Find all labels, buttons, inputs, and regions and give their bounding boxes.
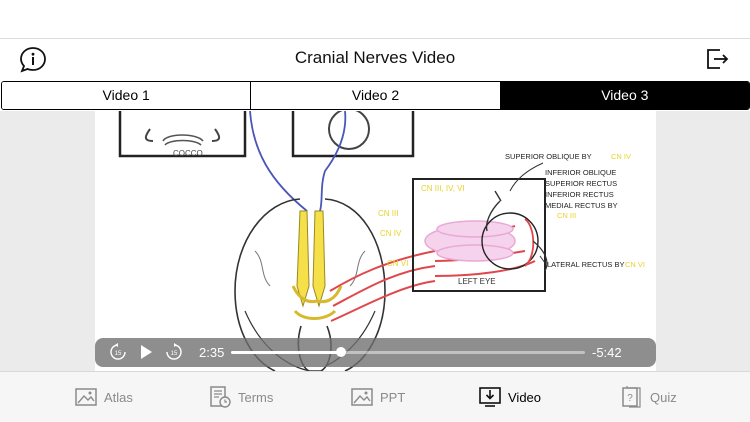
svg-text:15: 15: [115, 351, 122, 357]
download-monitor-icon: [479, 387, 501, 407]
nav-terms-label: Terms: [238, 389, 274, 405]
annotation-cn3: CN III: [557, 211, 576, 220]
video-stage: COCCO: [0, 111, 750, 371]
page-title: Cranial Nerves Video: [294, 48, 456, 67]
annotation-superior-rectus: SUPERIOR RECTUS: [545, 179, 617, 188]
document-clock-icon: [210, 386, 231, 408]
svg-text:?: ?: [627, 393, 633, 404]
nav-quiz-label: Quiz: [650, 389, 677, 405]
player-controls: 15 15 2:35 -5:42: [95, 338, 656, 367]
svg-text:15: 15: [171, 351, 178, 357]
nav-video[interactable]: Video: [478, 385, 541, 409]
annotation-lateral-rectus: LATERAL RECTUS BY: [547, 260, 625, 269]
remaining-time: -5:42: [592, 345, 622, 360]
tab-video-2[interactable]: Video 2: [251, 82, 501, 109]
label-cn6: CN VI: [387, 259, 408, 268]
skip-forward-15-icon[interactable]: 15: [165, 343, 183, 361]
nav-terms[interactable]: Terms: [208, 385, 273, 409]
annotation-inferior-rectus: INFERIOR RECTUS: [545, 190, 614, 199]
progress-slider[interactable]: [231, 347, 585, 357]
annotation-medial-rectus: MEDIAL RECTUS BY: [545, 201, 618, 210]
annotation-inferior-oblique: INFERIOR OBLIQUE: [545, 168, 616, 177]
image-icon: [75, 388, 97, 406]
svg-text:COCCO: COCCO: [173, 149, 203, 158]
tab-video-1[interactable]: Video 1: [2, 82, 252, 109]
cranial-nerves-drawing: COCCO: [118, 111, 645, 371]
nav-quiz[interactable]: ? Quiz: [620, 385, 677, 409]
video-frame[interactable]: COCCO: [95, 111, 656, 371]
video-tabs: Video 1 Video 2 Video 3: [1, 81, 750, 110]
left-eye-label: LEFT EYE: [458, 277, 496, 286]
current-time: 2:35: [199, 345, 225, 360]
info-button[interactable]: [18, 45, 48, 75]
annotation-superior-oblique: SUPERIOR OBLIQUE BY: [505, 152, 592, 161]
logout-button[interactable]: [704, 46, 730, 72]
box-label: CN III, IV, VI: [421, 184, 465, 193]
exit-icon: [707, 49, 729, 69]
progress-fill: [231, 351, 341, 354]
quiz-icon: ?: [622, 386, 641, 408]
skip-back-15-icon[interactable]: 15: [109, 343, 127, 361]
annotation-cn4: CN IV: [611, 152, 631, 161]
info-speech-icon: [20, 47, 46, 73]
progress-knob[interactable]: [335, 347, 346, 357]
label-cn3: CN III: [378, 209, 398, 218]
annotation-cn6: CN VI: [625, 260, 645, 269]
label-cn4: CN IV: [380, 229, 402, 238]
bottom-nav: Atlas Terms PPT: [0, 371, 750, 422]
play-icon[interactable]: [137, 343, 155, 361]
nav-video-label: Video: [508, 389, 542, 405]
nav-ppt[interactable]: PPT: [350, 385, 405, 409]
tab-video-3[interactable]: Video 3: [500, 82, 749, 109]
nav-atlas[interactable]: Atlas: [74, 385, 133, 409]
nav-ppt-label: PPT: [380, 389, 406, 405]
header-bar: Cranial Nerves Video: [0, 38, 750, 80]
nav-atlas-label: Atlas: [104, 389, 133, 405]
image-icon: [351, 388, 373, 406]
